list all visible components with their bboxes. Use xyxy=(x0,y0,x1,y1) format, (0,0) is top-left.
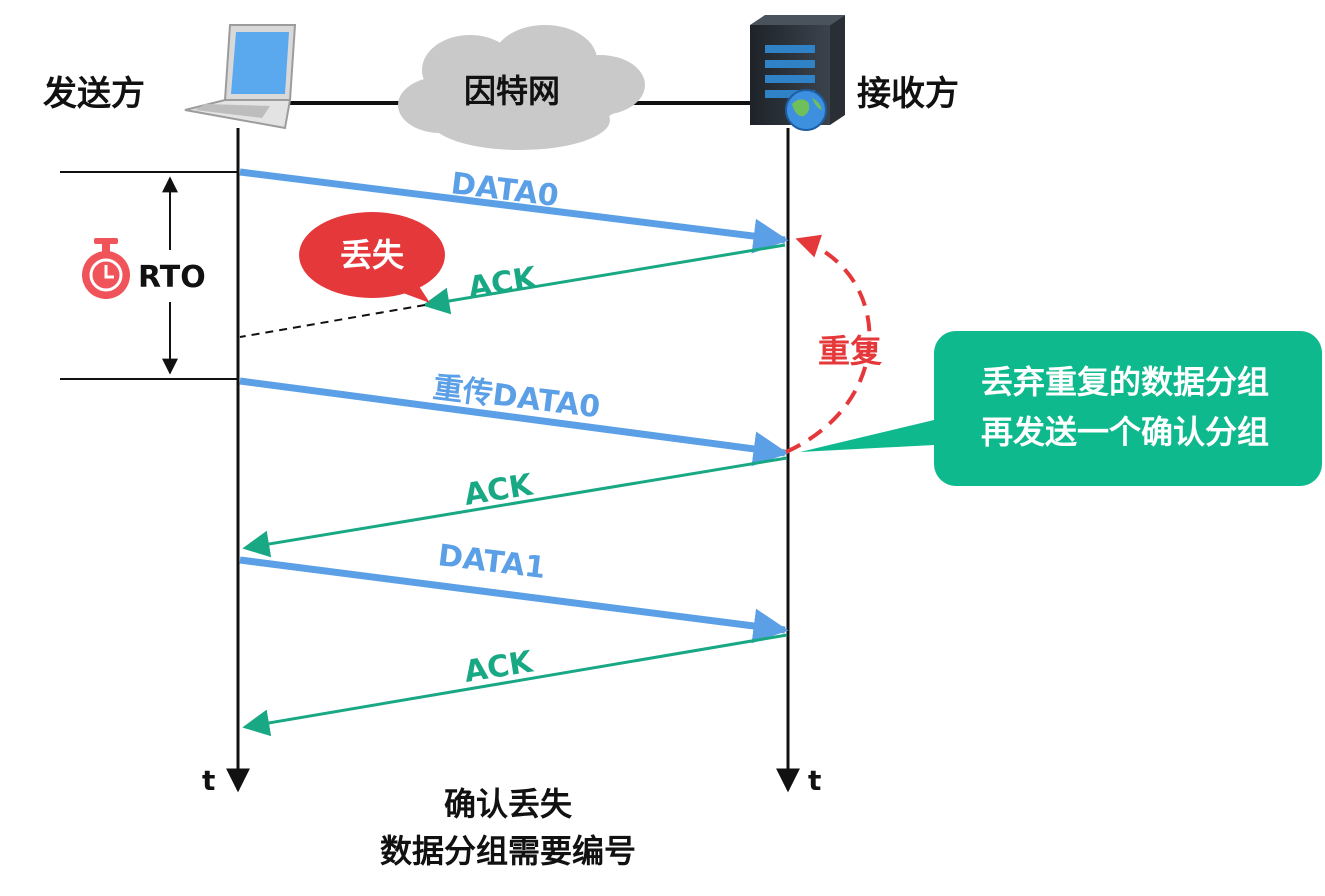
ack2-arrow xyxy=(242,456,788,558)
callout-line2: 再发送一个确认分组 xyxy=(981,413,1269,451)
lost-bubble xyxy=(299,212,445,303)
ack1-arrow xyxy=(422,243,786,315)
lost-label: 丢失 xyxy=(340,236,405,274)
sender-time-label: t xyxy=(202,764,215,797)
data1-label: DATA1 xyxy=(436,538,547,586)
duplicate-label: 重复 xyxy=(818,332,882,370)
duplicate-arc xyxy=(785,234,872,454)
data1-arrow xyxy=(239,556,789,644)
retransmit-arrow xyxy=(239,377,789,467)
sender-label: 发送方 xyxy=(43,74,145,114)
ack1-lost-dashed xyxy=(239,304,426,338)
rto-label: RTO xyxy=(138,260,206,295)
laptop-icon xyxy=(184,24,297,130)
cloud-icon xyxy=(398,25,645,150)
network-label: 因特网 xyxy=(464,72,560,110)
ack2-label: ACK xyxy=(462,467,537,513)
data0-arrow xyxy=(239,168,789,254)
caption-line1: 确认丢失 xyxy=(444,785,573,823)
receiver-label: 接收方 xyxy=(857,74,959,114)
caption-line2: 数据分组需要编号 xyxy=(380,832,636,870)
server-icon xyxy=(750,15,845,131)
ack3-arrow xyxy=(242,633,788,737)
receiver-time-label: t xyxy=(808,764,821,797)
ack3-label: ACK xyxy=(462,644,537,690)
callout-box xyxy=(800,331,1322,486)
stopwatch-icon xyxy=(82,238,130,299)
callout-line1: 丢弃重复的数据分组 xyxy=(981,363,1269,401)
ack1-label: ACK xyxy=(466,260,541,306)
data0-label: DATA0 xyxy=(449,166,560,214)
